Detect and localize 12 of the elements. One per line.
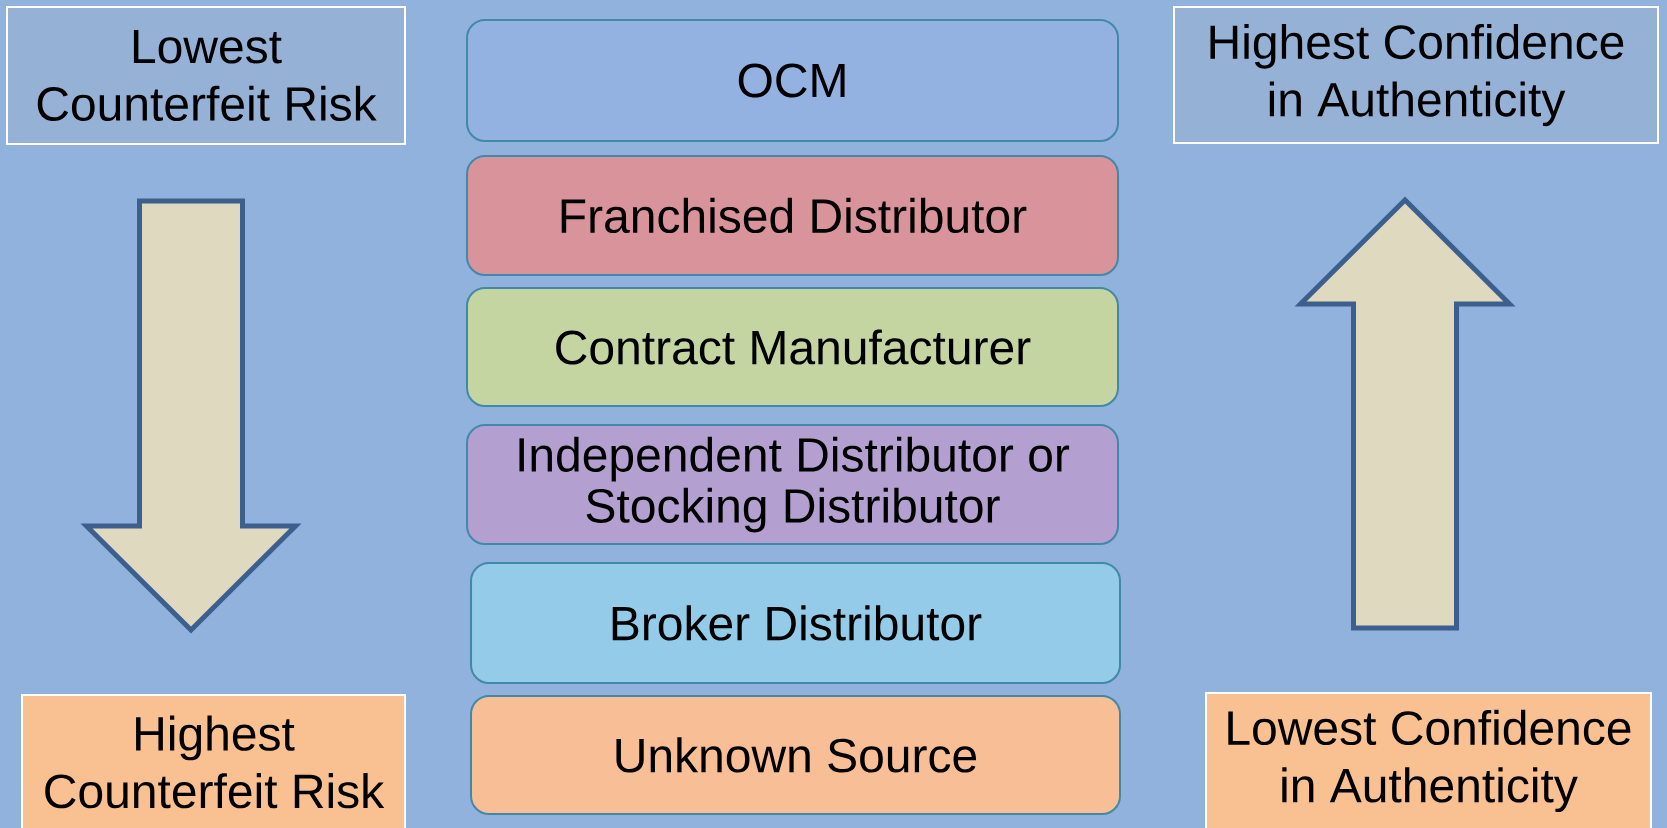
label-box: Lowest Counterfeit Risk	[6, 6, 406, 145]
tier-box: Independent Distributor or Stocking Distributor	[466, 424, 1119, 545]
tier-box: Unknown Source	[470, 695, 1121, 815]
tier-box: Broker Distributor	[470, 562, 1121, 684]
tier-box: OCM	[466, 19, 1119, 142]
label-box: Lowest Confidence in Authenticity	[1205, 692, 1652, 828]
block-arrow	[80, 198, 302, 634]
label-box: Highest Counterfeit Risk	[21, 694, 406, 828]
label-box: Highest Confidence in Authenticity	[1173, 6, 1659, 144]
block-arrow	[1294, 196, 1516, 631]
tier-box: Contract Manufacturer	[466, 287, 1119, 407]
tier-box: Franchised Distributor	[466, 155, 1119, 276]
